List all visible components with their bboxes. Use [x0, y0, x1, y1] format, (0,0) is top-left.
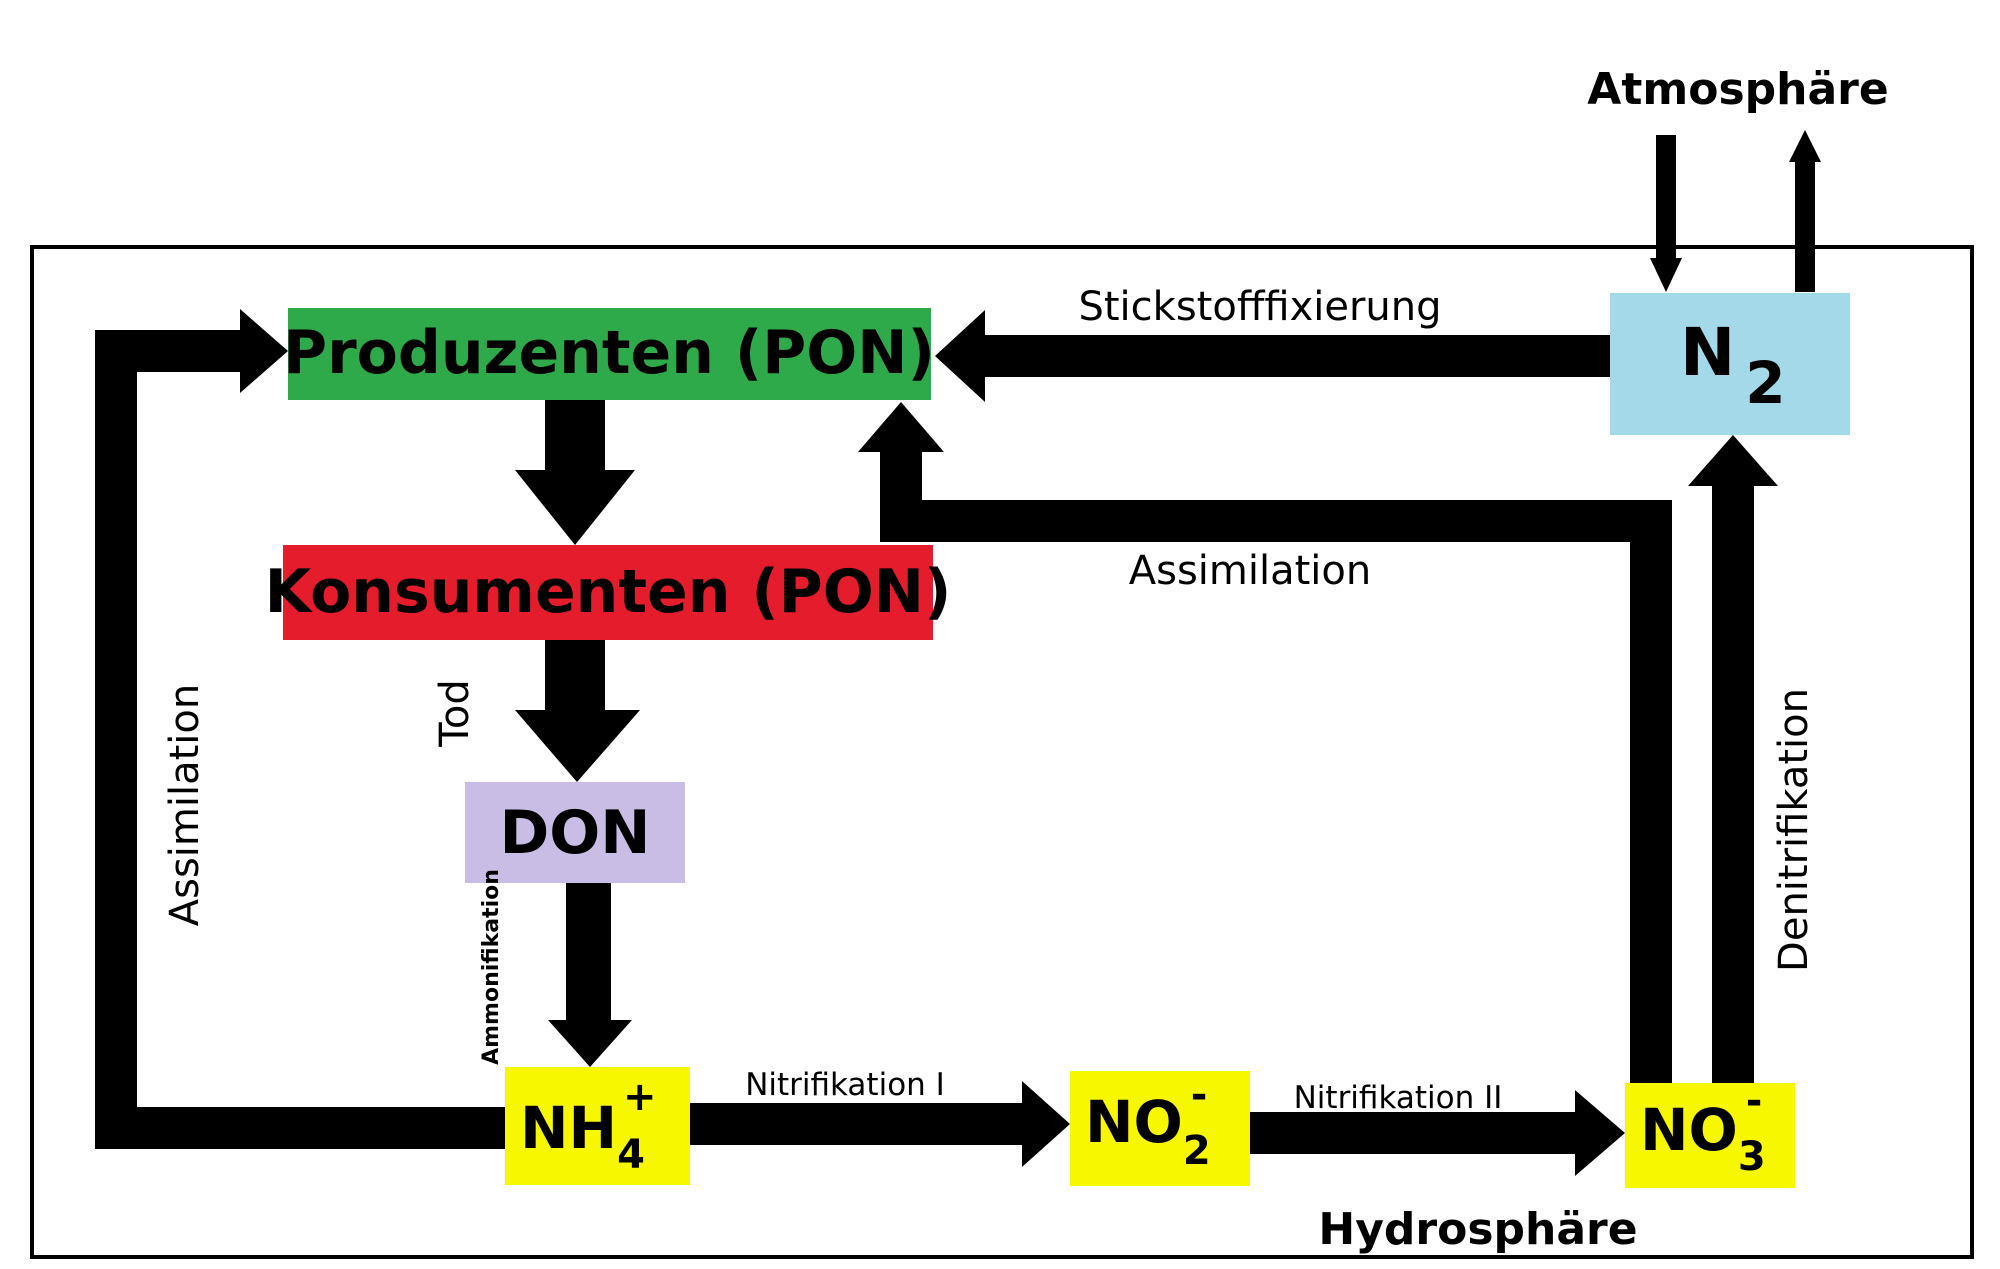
don-to-ammonium-arrow	[548, 883, 632, 1067]
nitrification-1-arrow	[690, 1081, 1070, 1167]
nitrification-1-label: Nitrifikation I	[745, 1067, 945, 1103]
nitrification-2-arrow	[1250, 1090, 1625, 1176]
ammonification-label: Ammonifikation	[479, 869, 504, 1065]
nitrite-formula: NO2-	[1085, 1072, 1211, 1174]
death-label: Tod	[432, 679, 478, 748]
producers-label: Produzenten (PON)	[283, 318, 935, 388]
ammonium-box: NH4+	[505, 1067, 690, 1185]
producers-box: Produzenten (PON)	[283, 308, 935, 400]
nitrate-formula: NO3-	[1640, 1078, 1766, 1180]
consumers-box: Konsumenten (PON)	[265, 545, 952, 640]
assimilation-left-arrow	[95, 309, 505, 1149]
consumers-to-don-arrow	[515, 640, 640, 782]
denitrification-arrow	[1688, 435, 1778, 1083]
fixation-arrow	[935, 310, 1610, 402]
assimilation-left-label: Assimilation	[162, 684, 208, 926]
nitrification-2-label: Nitrifikation II	[1294, 1080, 1503, 1116]
atmosphere-up-arrow	[1789, 130, 1821, 292]
ammonium-formula: NH4+	[520, 1074, 656, 1178]
nitrite-box: NO2-	[1070, 1071, 1250, 1186]
nitrate-box: NO3-	[1625, 1078, 1795, 1188]
atmosphere-label: Atmosphäre	[1587, 64, 1888, 115]
consumers-label: Konsumenten (PON)	[265, 557, 952, 627]
hydrosphere-frame	[30, 245, 1974, 1259]
fixation-label: Stickstofffixierung	[1078, 284, 1441, 330]
atmosphere-down-arrow	[1650, 135, 1682, 292]
assimilation-top-label: Assimilation	[1129, 548, 1371, 594]
assimilation-top-arrow	[858, 402, 1672, 1085]
denitrification-label: Denitrifikation	[1771, 688, 1817, 972]
don-box: DON	[465, 782, 685, 883]
don-label: DON	[499, 798, 650, 868]
hydrosphere-label: Hydrosphäre	[1318, 1204, 1637, 1255]
producers-to-consumers-arrow	[515, 400, 635, 545]
